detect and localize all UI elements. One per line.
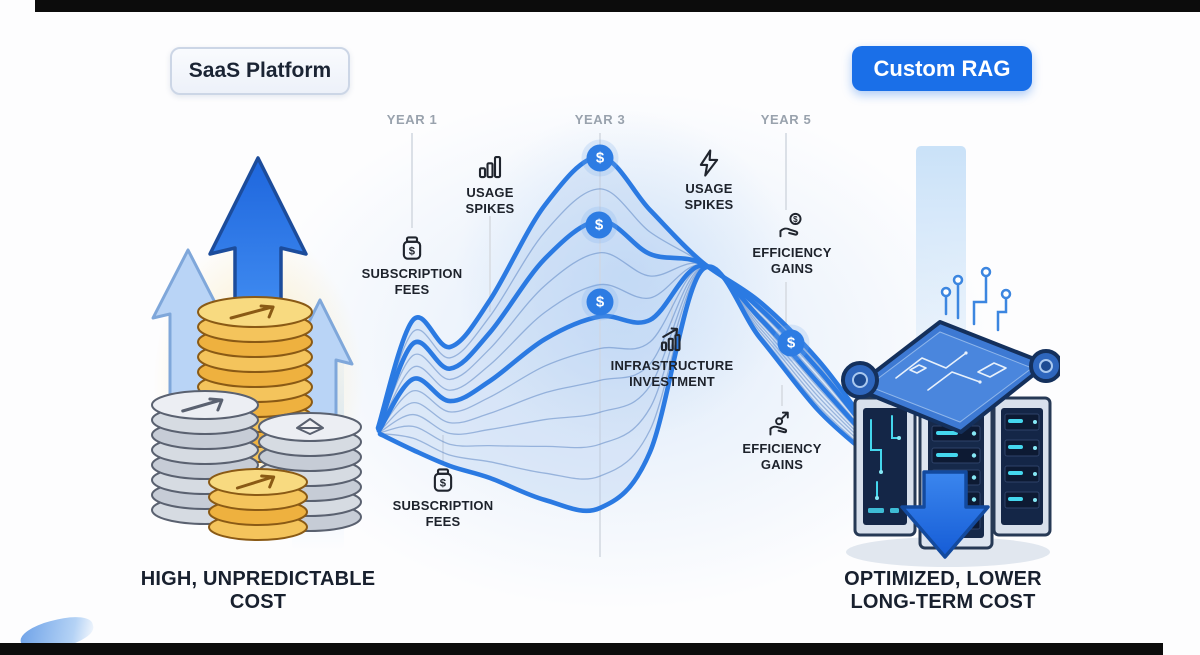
caption-line: COST [229, 590, 287, 613]
dollar-marker: $ [777, 329, 805, 357]
dollar-marker: $ [585, 211, 613, 239]
svg-text:$: $ [793, 215, 798, 224]
bottom-black-bar [0, 643, 1163, 655]
label-line: USAGE [685, 181, 733, 196]
label-line: FEES [425, 513, 461, 529]
saas-platform-badge-label: SaaS Platform [188, 59, 332, 82]
dollar-marker: $ [586, 144, 614, 172]
label-subscription-fees-top: $ SUBSCRIPTION FEES [347, 233, 477, 298]
big-down-arrow [900, 470, 990, 559]
circuit-pins [940, 266, 1012, 332]
price-tag-icon: $ [402, 236, 422, 260]
label-line: INFRASTRUCTURE [610, 358, 734, 373]
svg-text:$: $ [440, 477, 447, 489]
label-line: SUBSCRIPTION [361, 266, 463, 281]
label-usage-spikes-right: USAGE SPIKES [664, 148, 754, 213]
label-efficiency-gains-top: $ EFFICIENCY GAINS [737, 212, 847, 277]
top-black-bar [35, 0, 1200, 12]
timeline-gridline-year3 [599, 133, 601, 557]
dollar-marker: $ [586, 288, 614, 316]
label-line: FEES [394, 281, 430, 297]
timeline-gridline-year5-lower [785, 282, 787, 330]
label-usage-spikes-left: USAGE SPIKES [445, 152, 535, 217]
leader-line-usage-spikes [489, 216, 491, 312]
saas-platform-badge[interactable]: SaaS Platform [170, 47, 350, 95]
timeline-gridline-year5 [785, 133, 787, 210]
label-line: USAGE [466, 185, 514, 200]
servers-illustration [841, 266, 1060, 567]
caption-line: HIGH, UNPREDICTABLE [140, 568, 376, 590]
timeline-gridline-year1 [411, 133, 413, 228]
coin-hand-icon: $ [779, 212, 802, 238]
blueprint-scroll [841, 320, 1060, 434]
label-line: EFFICIENCY [742, 441, 822, 456]
label-line: SPIKES [684, 196, 734, 212]
year-3-label: YEAR 3 [574, 112, 626, 127]
label-line: SPIKES [465, 200, 515, 216]
rag-caption: OPTIMIZED, LOWER LONG-TERM COST [798, 568, 1088, 614]
label-line: GAINS [760, 456, 804, 472]
growth-chart-icon [660, 327, 681, 352]
label-line: SUBSCRIPTION [392, 498, 494, 513]
lightning-icon [699, 149, 719, 177]
label-efficiency-gains-bottom: EFFICIENCY GAINS [727, 408, 837, 473]
bar-chart-icon [478, 155, 502, 179]
label-subscription-fees-bottom: $ SUBSCRIPTION FEES [378, 465, 508, 530]
leader-line-infrastructure [671, 298, 673, 323]
caption-line: OPTIMIZED, LOWER [844, 568, 1042, 590]
server-tower-left [853, 396, 917, 537]
server-tower-right [992, 396, 1052, 537]
year-5-label: YEAR 5 [760, 112, 812, 127]
custom-rag-button-label: Custom RAG [873, 55, 1011, 81]
label-line: INVESTMENT [629, 373, 715, 389]
hand-arrow-icon [769, 411, 789, 436]
leader-line-efficiency-gains [781, 385, 783, 406]
caption-line: LONG-TERM COST [850, 590, 1036, 613]
label-line: GAINS [770, 260, 814, 276]
svg-text:$: $ [409, 245, 416, 257]
leader-line-subscription-fees [442, 435, 444, 462]
coins-illustration [151, 156, 363, 541]
custom-rag-button[interactable]: Custom RAG [852, 46, 1032, 91]
label-infrastructure-investment: INFRASTRUCTURE INVESTMENT [597, 325, 747, 390]
price-tag-icon: $ [433, 468, 453, 492]
coin-stacks [151, 296, 362, 541]
year-1-label: YEAR 1 [386, 112, 438, 127]
saas-caption: HIGH, UNPREDICTABLE COST [113, 568, 403, 614]
label-line: EFFICIENCY [752, 245, 832, 260]
